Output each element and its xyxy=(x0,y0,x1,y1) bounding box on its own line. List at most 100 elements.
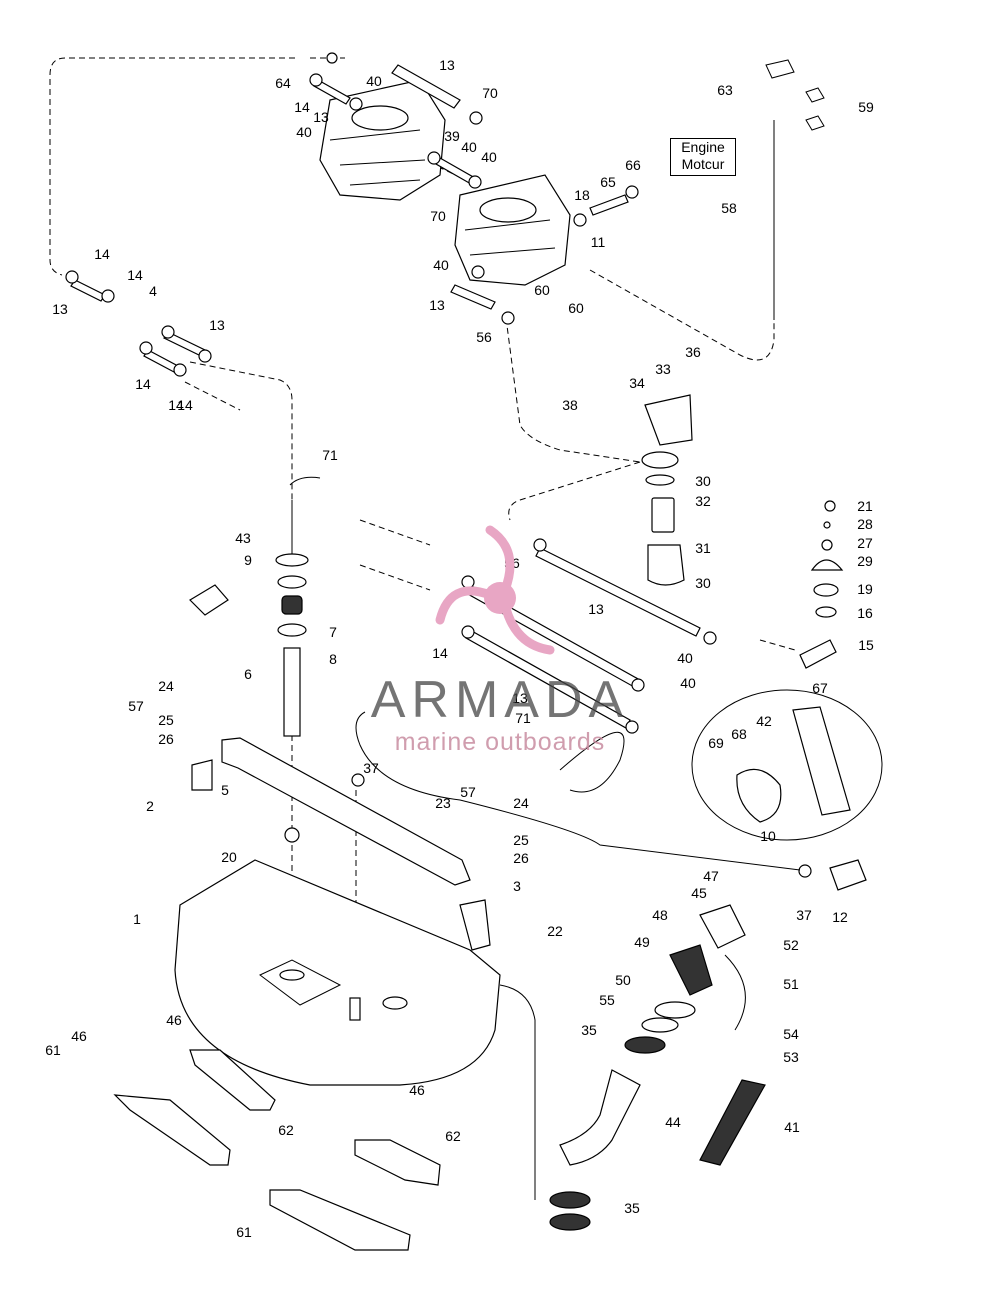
callout-62: 62 xyxy=(445,1128,461,1144)
callout-57: 57 xyxy=(460,784,476,800)
callout-13: 13 xyxy=(52,301,68,317)
callout-37: 37 xyxy=(363,760,379,776)
callout-67: 67 xyxy=(812,680,828,696)
callout-64: 64 xyxy=(275,75,291,91)
callout-25: 25 xyxy=(513,832,529,848)
callout-71: 71 xyxy=(515,710,531,726)
callout-46: 46 xyxy=(409,1082,425,1098)
callout-14: 14 xyxy=(432,645,448,661)
callout-26: 26 xyxy=(513,850,529,866)
hose-clamps xyxy=(65,52,812,878)
callout-24: 24 xyxy=(158,678,174,694)
bracket-3 xyxy=(459,899,491,951)
callout-52: 52 xyxy=(783,937,799,953)
callout-21: 21 xyxy=(857,498,873,514)
callout-49: 49 xyxy=(634,934,650,950)
callout-12: 12 xyxy=(832,909,848,925)
callout-54: 54 xyxy=(783,1026,799,1042)
carburetor-lower xyxy=(454,174,571,286)
callout-58: 58 xyxy=(721,200,737,216)
callout-60: 60 xyxy=(568,300,584,316)
callout-2: 2 xyxy=(146,798,154,814)
callout-53: 53 xyxy=(783,1049,799,1065)
callout-45: 45 xyxy=(691,885,707,901)
callout-71: 71 xyxy=(322,447,338,463)
callout-30: 30 xyxy=(695,575,711,591)
callout-35: 35 xyxy=(581,1022,597,1038)
watermark: ARMADA marine outboards xyxy=(340,672,660,756)
callout-70: 70 xyxy=(482,85,498,101)
filler-assembly xyxy=(549,904,766,1231)
callout-30: 30 xyxy=(695,473,711,489)
engine-label-box: Engine Motcur xyxy=(670,138,736,176)
callout-40: 40 xyxy=(366,73,382,89)
callout-6: 6 xyxy=(244,666,252,682)
callout-14: 14 xyxy=(127,267,143,283)
callout-26: 26 xyxy=(158,731,174,747)
cap-59 xyxy=(765,59,795,79)
engine-label-line2: Motcur xyxy=(681,156,725,172)
callout-25: 25 xyxy=(158,712,174,728)
callout-1: 1 xyxy=(133,911,141,927)
callout-24: 24 xyxy=(513,795,529,811)
callout-50: 50 xyxy=(615,972,631,988)
callout-11: 11 xyxy=(591,234,606,250)
callout-29: 29 xyxy=(857,553,873,569)
callout-51: 51 xyxy=(783,976,799,992)
callout-59: 59 xyxy=(858,99,874,115)
callout-22: 22 xyxy=(547,923,563,939)
callout-19: 19 xyxy=(857,581,873,597)
fuel-valve-stack xyxy=(799,500,844,669)
callout-69: 69 xyxy=(708,735,724,751)
callout-14: 14 xyxy=(177,397,193,413)
callout-14: 14 xyxy=(94,246,110,262)
callout-13: 13 xyxy=(429,297,445,313)
callout-40: 40 xyxy=(461,139,477,155)
callout-68: 68 xyxy=(731,726,747,742)
callout-7: 7 xyxy=(329,624,337,640)
detail-view xyxy=(691,689,883,841)
callout-40: 40 xyxy=(677,650,693,666)
clamp-detail xyxy=(736,768,782,823)
callout-28: 28 xyxy=(857,516,873,532)
fuel-pickup xyxy=(275,553,309,737)
callout-13: 13 xyxy=(588,601,604,617)
clip-59a xyxy=(805,87,825,103)
callout-9: 9 xyxy=(244,552,252,568)
callout-65: 65 xyxy=(600,174,616,190)
callout-34: 34 xyxy=(629,375,645,391)
support-rail xyxy=(221,737,471,886)
callout-46: 46 xyxy=(166,1012,182,1028)
callout-56: 56 xyxy=(476,329,492,345)
callout-5: 5 xyxy=(221,782,229,798)
callout-61: 61 xyxy=(45,1042,61,1058)
callout-48: 48 xyxy=(652,907,668,923)
propeller-logo xyxy=(435,525,555,655)
fuel-tank xyxy=(174,859,501,1086)
callout-70: 70 xyxy=(430,208,446,224)
vent-fitting xyxy=(829,859,867,891)
callout-32: 32 xyxy=(695,493,711,509)
callout-14: 14 xyxy=(168,397,184,413)
callout-43: 43 xyxy=(235,530,251,546)
callout-39: 39 xyxy=(444,128,460,144)
filter-pad xyxy=(792,706,851,816)
callout-23: 23 xyxy=(435,795,451,811)
callout-63: 63 xyxy=(717,82,733,98)
callout-14: 14 xyxy=(294,99,310,115)
callout-61: 61 xyxy=(236,1224,252,1240)
fuel-filter-assembly xyxy=(641,394,693,586)
watermark-tagline: marine outboards xyxy=(394,728,606,756)
tank-straps xyxy=(113,1049,441,1251)
bracket-2 xyxy=(191,759,213,791)
sensor-connector xyxy=(189,584,229,616)
callout-36: 36 xyxy=(685,344,701,360)
callout-41: 41 xyxy=(784,1119,800,1135)
callout-14: 14 xyxy=(135,376,151,392)
callout-15: 15 xyxy=(858,637,874,653)
callout-57: 57 xyxy=(128,698,144,714)
callout-40: 40 xyxy=(680,675,696,691)
callout-3: 3 xyxy=(513,878,521,894)
callout-60: 60 xyxy=(534,282,550,298)
callout-42: 42 xyxy=(756,713,772,729)
